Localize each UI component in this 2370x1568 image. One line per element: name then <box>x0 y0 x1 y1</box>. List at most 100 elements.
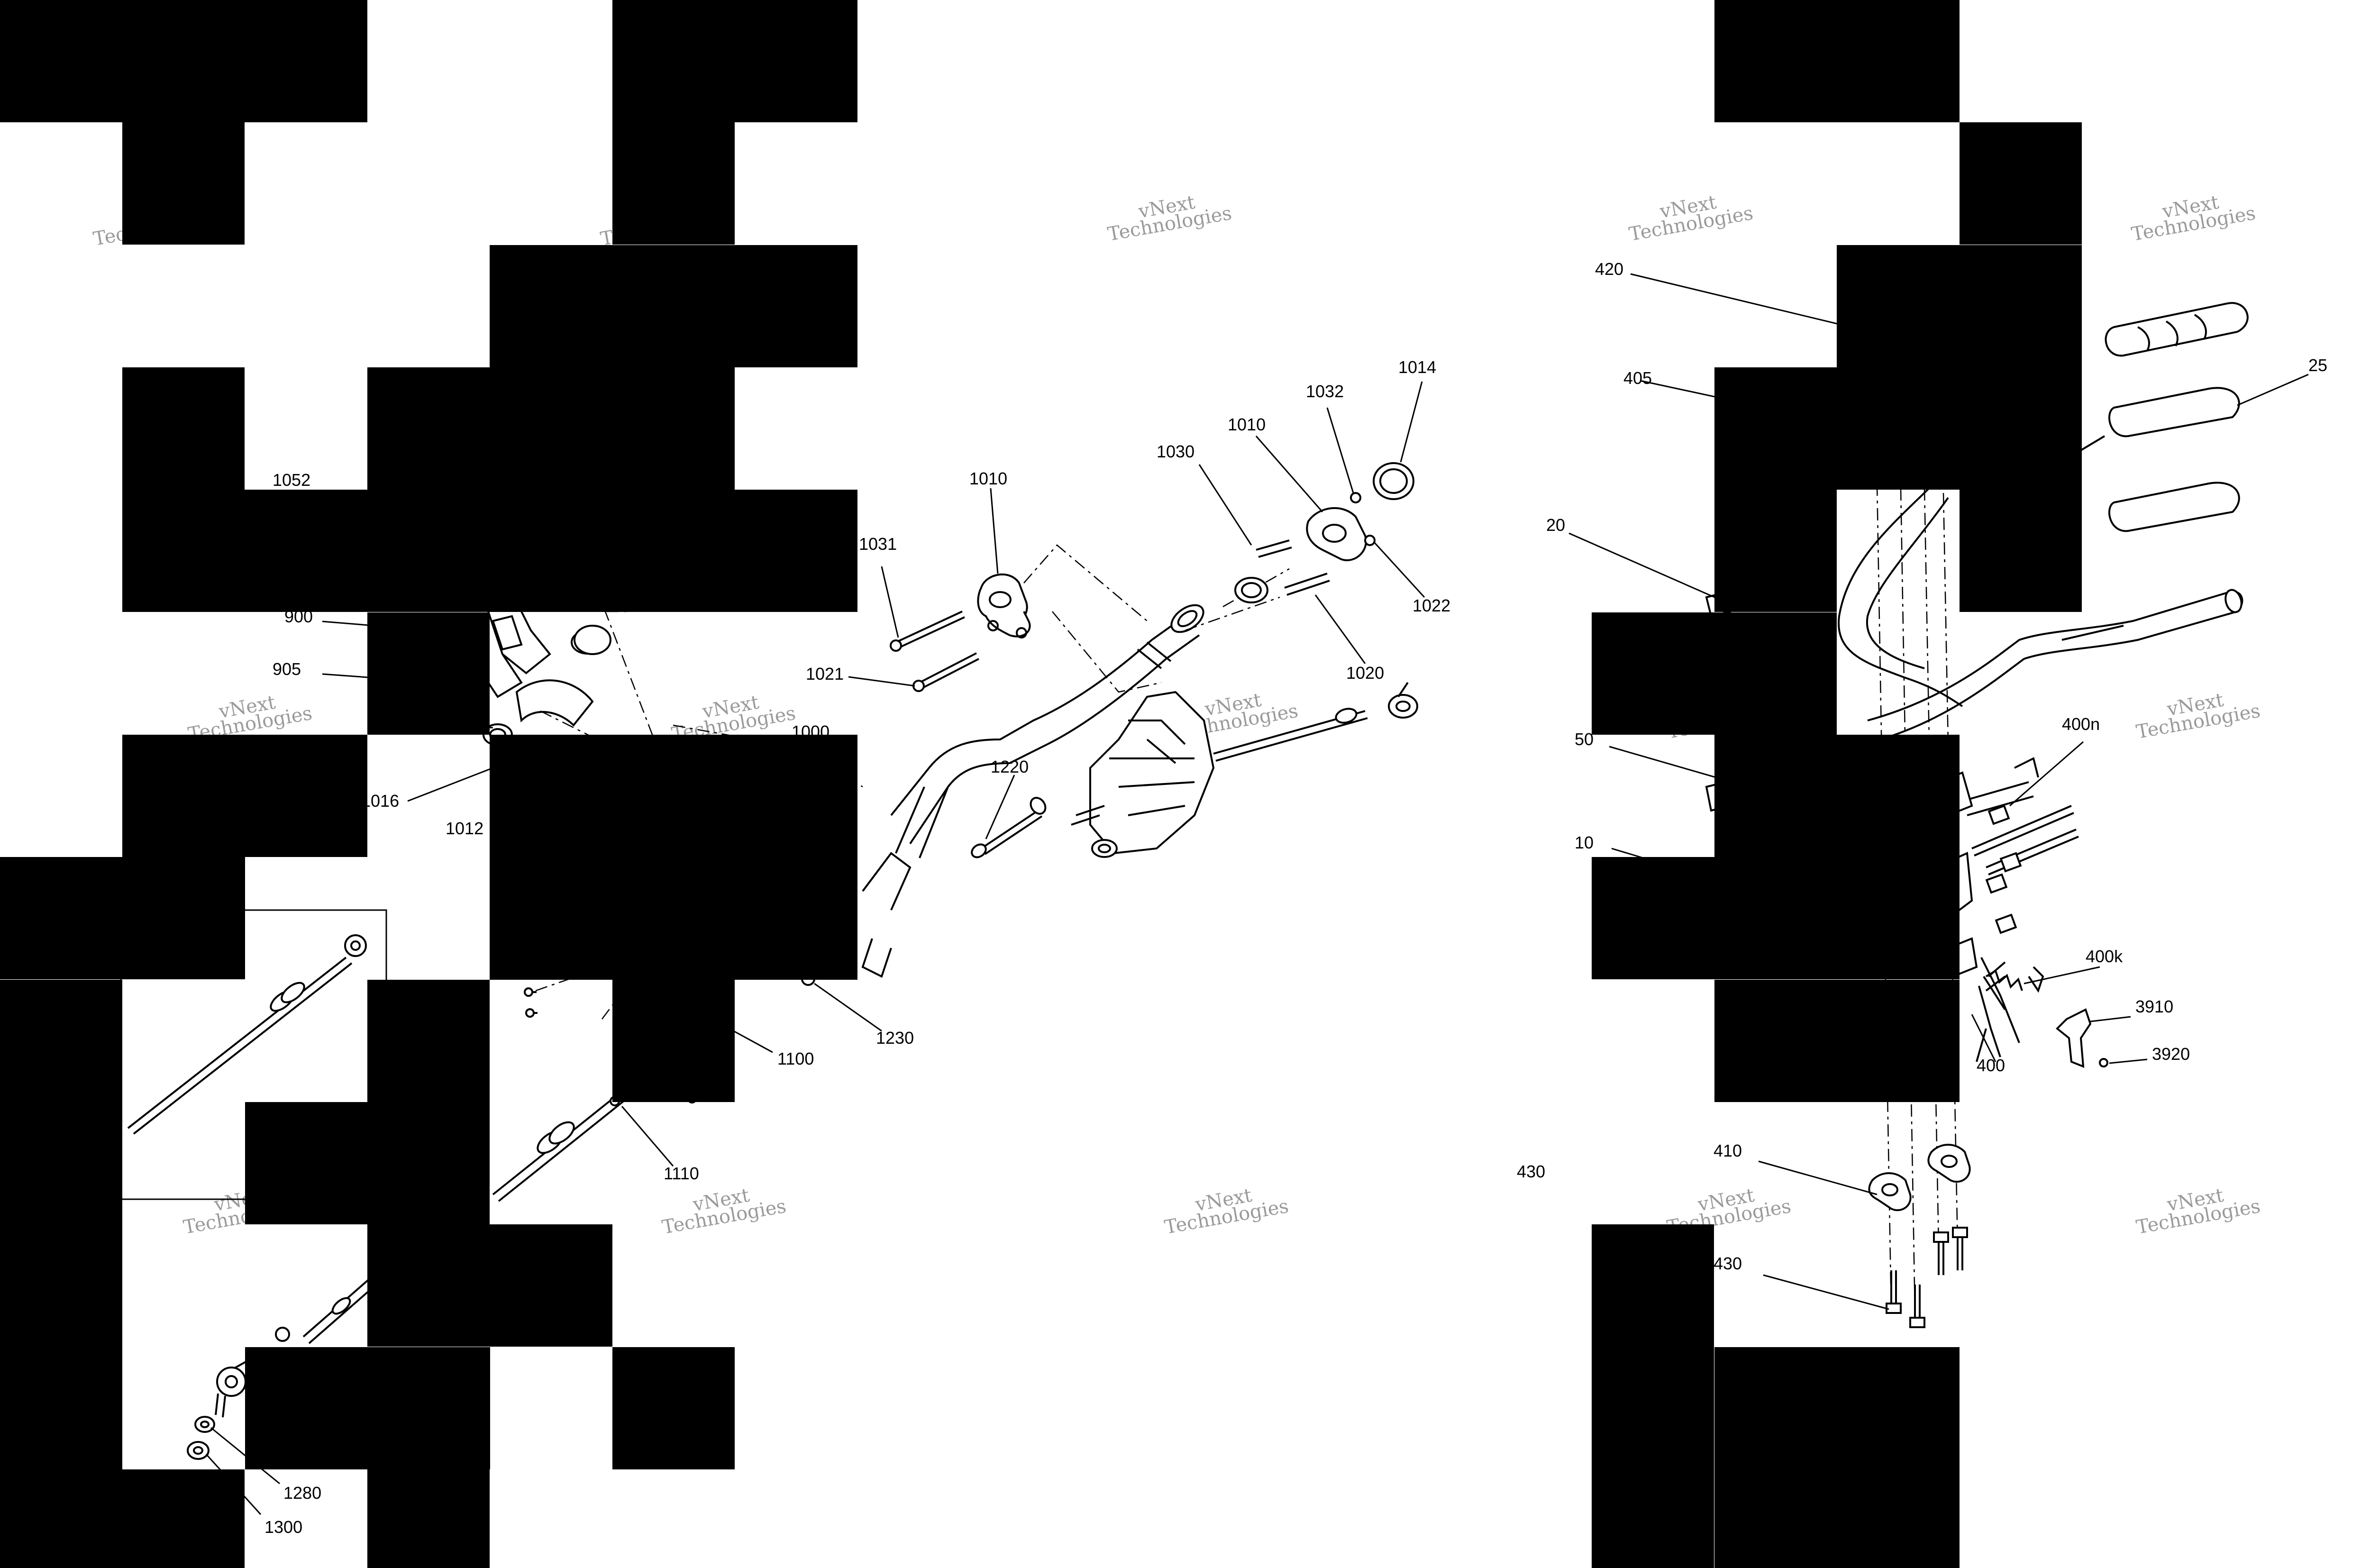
watermark: vNext Technologies <box>1106 191 1233 246</box>
callout-label: 1014 <box>1398 357 1436 377</box>
redaction-block <box>122 1469 245 1568</box>
leader-900 <box>322 620 375 627</box>
redaction-block <box>1714 0 1960 122</box>
redaction-block <box>1960 122 2082 245</box>
callout-label: 1030 <box>1157 442 1194 461</box>
callout-label: 400n <box>2062 714 2100 734</box>
redaction-block <box>1714 490 1837 612</box>
steering-gearbox <box>1071 682 1418 858</box>
leader-1010a <box>990 488 999 574</box>
washers <box>187 1416 215 1460</box>
callout-label: 1020 <box>1346 663 1384 683</box>
redaction-block <box>1837 245 2082 367</box>
redaction-block <box>490 735 857 980</box>
redaction-block <box>490 245 857 367</box>
callout-label: 1010 <box>1228 415 1266 434</box>
leader-400 <box>1971 1014 1996 1062</box>
leader-25 <box>2237 374 2309 406</box>
leader-1022 <box>1374 542 1425 598</box>
handlebar <box>1867 589 2243 743</box>
clamp-1010-left <box>977 574 1031 638</box>
leader-1031 <box>881 566 899 638</box>
leader-1021 <box>848 676 915 687</box>
redaction-block <box>1592 1224 1714 1568</box>
callout-label: 25 <box>2308 356 2327 375</box>
wiring-harness <box>1838 483 1963 707</box>
bolt-1220 <box>971 797 1047 858</box>
explode-lines-center <box>1023 544 1290 693</box>
leader-400k <box>2024 966 2100 985</box>
callout-label: 1012 <box>446 819 483 838</box>
redaction-block <box>122 735 367 857</box>
redaction-block <box>0 857 245 979</box>
callout-label: 430 <box>1714 1254 1742 1273</box>
callout-label: 405 <box>1623 368 1652 388</box>
callout-label: 1021 <box>806 664 844 684</box>
diagram-code: 12ME311 <box>29 1534 109 1555</box>
callout-label: 400k <box>2086 947 2123 966</box>
leader-1014 <box>1400 381 1423 463</box>
clamp-1010-right <box>1234 462 1414 603</box>
redaction-block <box>1714 367 2082 490</box>
callout-label: 1220 <box>991 757 1029 776</box>
bolts-1031-1021 <box>890 611 979 692</box>
callout-label: 1110 <box>664 1164 699 1183</box>
clamp-blocks-410 <box>1868 1144 1971 1212</box>
leader-3910 <box>2090 1016 2131 1022</box>
steering-column <box>861 604 1204 978</box>
watermark: vNext Technologies <box>2134 689 2262 743</box>
callout-label: 1100 <box>777 1049 814 1068</box>
watermark: vNext Technologies <box>660 1185 788 1239</box>
redaction-block <box>245 1102 367 1224</box>
spring-400k <box>1985 969 2023 991</box>
callout-label: 1016 <box>361 791 399 811</box>
leader-1220 <box>985 775 1015 839</box>
callout-label: 420 <box>1595 259 1623 279</box>
redaction-block <box>367 612 490 735</box>
redaction-block <box>0 980 122 1568</box>
callout-label: 1022 <box>1413 596 1450 615</box>
redaction-block <box>367 1224 612 1347</box>
callout-labels: 1052 900 905 1050 1016 1012 1010 1031 10… <box>264 259 2327 1537</box>
leader-3920 <box>2109 1058 2148 1064</box>
support-bracket <box>478 601 605 746</box>
callout-label: 10 <box>1575 833 1594 852</box>
leader-1030 <box>1198 464 1252 546</box>
redaction-block <box>1592 857 1960 979</box>
watermark: vNext Technologies <box>2134 1185 2262 1239</box>
bearing-ring <box>492 611 630 655</box>
redaction-block <box>367 980 490 1225</box>
callout-label: 3920 <box>2152 1044 2190 1064</box>
leader-50 <box>1609 746 1716 778</box>
handlebar-grip-1 <box>2105 302 2249 357</box>
callout-label: 400 <box>1977 1056 2005 1075</box>
leader-1110 <box>621 1106 674 1167</box>
redaction-block <box>367 1469 490 1568</box>
leader-400n <box>2009 741 2084 807</box>
callout-label: 1032 <box>1306 382 1344 401</box>
redaction-block <box>367 367 735 490</box>
callout-label: 1280 <box>283 1483 321 1503</box>
handlebar-grip-3 <box>2108 482 2240 532</box>
leader-lines <box>205 273 2309 1515</box>
callout-label: 3910 <box>2135 997 2173 1016</box>
watermark: vNext Technologies <box>2130 191 2257 246</box>
redaction-block <box>245 1347 490 1469</box>
callout-label: 410 <box>1714 1141 1742 1160</box>
redaction-block <box>612 1347 735 1469</box>
redaction-block <box>612 980 735 1102</box>
leader-1010b <box>1255 436 1323 512</box>
leader-1020 <box>1314 594 1366 664</box>
callout-label: 900 <box>284 607 313 626</box>
lever-3910 <box>2056 1008 2108 1068</box>
redaction-block <box>1714 980 1960 1102</box>
leader-430 <box>1763 1274 1889 1310</box>
callout-label: 50 <box>1575 729 1594 749</box>
redaction-blocks <box>0 0 2082 1568</box>
leader-420 <box>1630 273 1851 328</box>
leader-410 <box>1758 1160 1878 1195</box>
redaction-block <box>1960 490 2082 612</box>
leader-1032 <box>1326 407 1354 493</box>
leader-1230 <box>814 983 882 1032</box>
